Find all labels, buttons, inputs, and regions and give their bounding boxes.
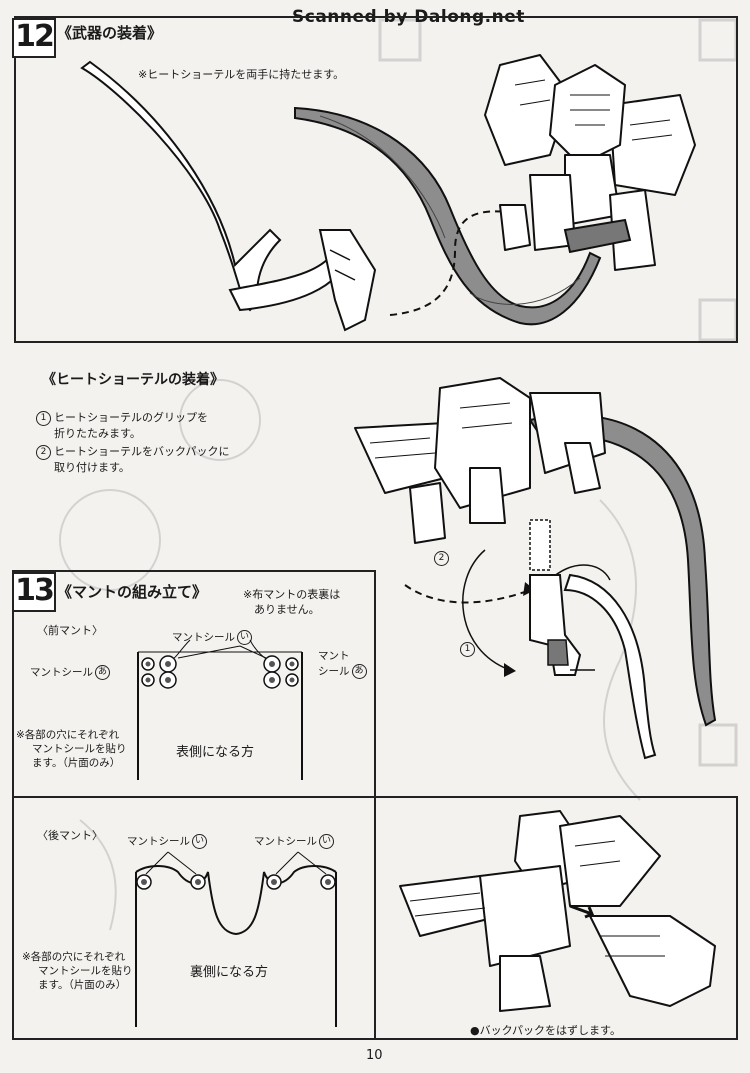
backpack-caption: ●バックパックをはずします。 — [470, 1024, 621, 1037]
front-mantle-side-text: 表側になる方 — [176, 745, 255, 760]
page-number: 10 — [366, 1048, 383, 1063]
heat-shotel-dark-illustration — [294, 106, 602, 326]
step-number-circle: 1 — [36, 410, 51, 426]
heat-shotel-backpack-illustration — [528, 414, 717, 760]
step13-divider — [374, 796, 376, 1040]
rear-mantle-diagram — [135, 851, 337, 1027]
callout-2: 2 — [434, 550, 452, 566]
gundam-back-view-illustration — [354, 377, 606, 544]
step13-number: 13 — [12, 572, 56, 612]
gundam-robot-illustration — [484, 54, 696, 271]
step-number-circle: 2 — [36, 444, 51, 460]
rear-mantle-side-text: 裏側になる方 — [190, 965, 269, 980]
step13-title: 《マントの組み立て》 — [57, 583, 208, 601]
callout-1: 1 — [460, 641, 478, 657]
front-mantle-label: 〈前マント〉 — [37, 624, 103, 637]
front-mantle-diagram — [137, 639, 303, 780]
step12-number: 12 — [12, 18, 56, 58]
step13-note: ※布マントの表裏は ありません。 — [243, 588, 341, 616]
rear-mantle-seal-left-label: マントシールい — [127, 834, 210, 850]
step12-frame — [14, 16, 738, 343]
heat-shotel-title: 《ヒートショーテルの装着》 — [42, 372, 224, 388]
front-mantle-seal-a-left-label: マントシールあ — [30, 665, 113, 681]
heat-shotel-grip-detail — [404, 519, 611, 677]
rear-mantle-instruction: ※各部の穴にそれぞれ マントシールを貼り ます。（片面のみ） — [22, 951, 133, 991]
front-mantle-instruction: ※各部の穴にそれぞれ マントシールを貼り ます。（片面のみ） — [16, 729, 127, 769]
front-mantle-seal-i-label: マントシールい — [172, 630, 255, 646]
step13-frame — [12, 570, 376, 798]
rear-mantle-seal-right-label: マントシールい — [254, 834, 337, 850]
step12-title: 《武器の装着》 — [57, 24, 163, 42]
heat-shotel-left-illustration — [80, 60, 377, 332]
front-mantle-seal-a-right-label: マント シールあ — [318, 649, 370, 680]
backpack-removal-illustration — [399, 810, 716, 1012]
step12-note: ※ヒートショーテルを両手に持たせます。 — [138, 68, 345, 81]
rear-mantle-label: 〈後マント〉 — [37, 829, 103, 842]
